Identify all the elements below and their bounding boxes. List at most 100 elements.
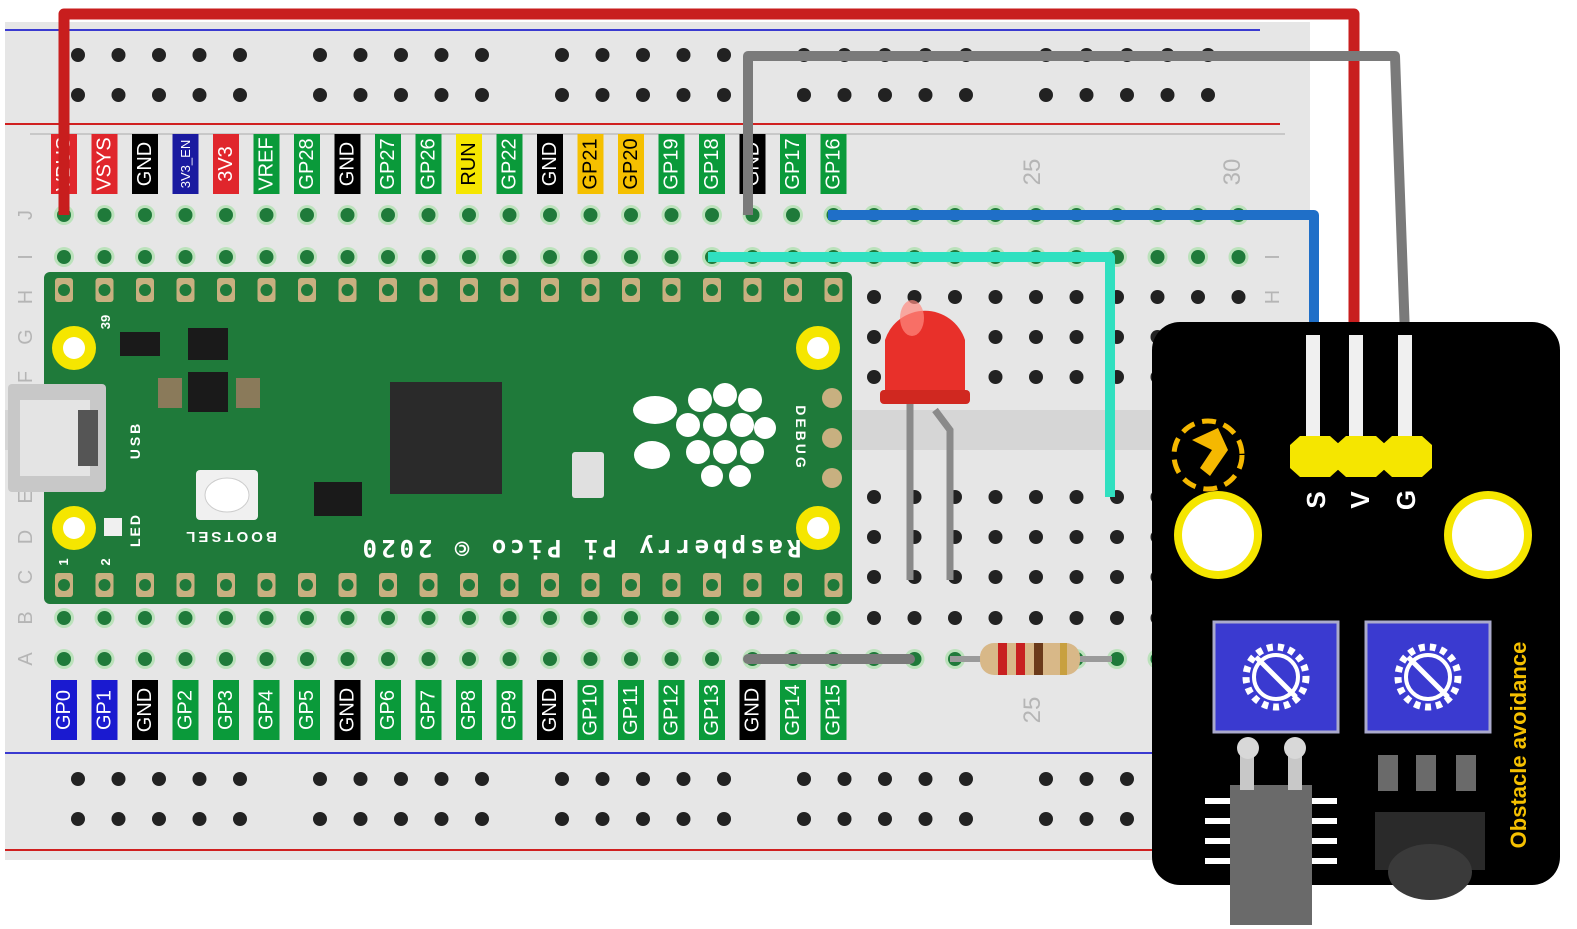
- rail-hole: [152, 48, 166, 62]
- rail-hole: [152, 88, 166, 102]
- rail-hole: [555, 48, 569, 62]
- rail-hole: [959, 812, 973, 826]
- bottom-pin-label-bg: [415, 680, 442, 740]
- breadboard-hole: [1231, 290, 1246, 304]
- breadboard-hole: [624, 611, 638, 625]
- breadboard-hole: [745, 611, 760, 625]
- breadboard-hole: [462, 611, 476, 625]
- raspberry-pi-pico: Raspberry Pi Pico © 2020 BOOTSEL USB DEB…: [8, 272, 852, 604]
- debug-pad: [822, 428, 842, 448]
- bottom-pin-label: GND: [337, 688, 359, 732]
- row-letter: A: [15, 652, 37, 666]
- breadboard-hole: [1231, 250, 1246, 264]
- debug-label: DEBUG: [793, 405, 809, 471]
- bottom-pin-label: GP1: [94, 690, 116, 730]
- rail-hole: [475, 48, 489, 62]
- bottom-pin-label-bg: [456, 680, 482, 740]
- bottom-pin-label-bg: [537, 680, 563, 740]
- rail-hole: [475, 812, 489, 826]
- rail-hole: [1039, 88, 1053, 102]
- top-pin-label: GP26: [418, 138, 440, 189]
- rail-hole: [71, 88, 85, 102]
- breadboard-hole: [1191, 290, 1205, 304]
- resistor-band: [1034, 643, 1043, 675]
- bottom-pin-label-bg: [820, 680, 847, 740]
- top-pin-label: VSYS: [94, 137, 116, 190]
- breadboard-hole: [583, 250, 598, 264]
- wire-cyan-led: [708, 252, 1115, 497]
- top-pin-label: GND: [134, 142, 156, 186]
- breadboard-hole: [138, 652, 152, 666]
- sensor-pin-v: [1349, 335, 1363, 445]
- rail-hole: [636, 88, 650, 102]
- rail-hole: [71, 772, 85, 786]
- rail-hole: [192, 812, 207, 826]
- breadboard-hole: [381, 611, 395, 625]
- column-number-top-30: 30: [1219, 159, 1246, 186]
- rail-hole: [394, 772, 408, 786]
- sensor-pin-g: [1398, 335, 1412, 445]
- breadboard-hole: [988, 530, 1003, 544]
- pin-1-label: 1: [56, 558, 71, 565]
- rail-hole: [313, 772, 327, 786]
- bottom-pin-label: GND: [134, 688, 156, 732]
- breadboard-hole: [219, 652, 233, 666]
- top-pin-label-bg: [415, 134, 442, 194]
- top-pin-label-bg: [375, 134, 401, 194]
- rail-hole: [152, 812, 166, 826]
- wire-red-power: [58, 8, 1360, 335]
- rail-hole: [111, 48, 126, 62]
- rail-hole: [837, 88, 852, 102]
- red-led: [880, 300, 970, 580]
- ir-emitter: [1230, 785, 1312, 925]
- rail-hole: [353, 88, 368, 102]
- rail-hole: [555, 88, 569, 102]
- rail-hole: [636, 48, 650, 62]
- breadboard-hole: [300, 611, 314, 625]
- rail-hole: [878, 772, 892, 786]
- breadboard-hole: [300, 208, 314, 222]
- top-pin-label: GP28: [296, 138, 318, 189]
- rail-hole: [1079, 812, 1094, 826]
- top-pin-label-bg: [253, 134, 280, 194]
- bottom-pin-label-bg: [780, 680, 806, 740]
- regulator-chip: [314, 482, 362, 516]
- breadboard-hole: [300, 250, 314, 264]
- breadboard-hole: [178, 250, 193, 264]
- pin-39-label: 39: [98, 315, 113, 329]
- sensor-logo-icon: [1171, 418, 1245, 492]
- rail-holes: [71, 48, 1215, 826]
- bottom-pin-label-bg: [496, 680, 523, 740]
- rp2040-chip: [390, 382, 502, 494]
- row-letter: H: [1262, 290, 1284, 304]
- bottom-pin-label-bg: [577, 680, 604, 740]
- rail-hole: [434, 812, 449, 826]
- rail-hole: [111, 88, 126, 102]
- bottom-pin-label: GP7: [418, 690, 440, 730]
- rail-hole: [233, 772, 247, 786]
- rail-hole: [233, 88, 247, 102]
- breadboard-hole: [705, 208, 719, 222]
- resistor: [950, 643, 1112, 675]
- rail-hole: [1039, 812, 1053, 826]
- breadboard-hole: [259, 652, 274, 666]
- bottom-pin-label: GP6: [377, 690, 399, 730]
- row-letter: I: [15, 254, 37, 260]
- rail-hole: [313, 88, 327, 102]
- bottom-pin-label-bg: [294, 680, 320, 740]
- resistor-band: [998, 643, 1007, 675]
- flash-chip: [188, 372, 228, 412]
- rail-hole: [353, 48, 368, 62]
- breadboard-hole: [786, 208, 800, 222]
- obstacle-avoidance-sensor: S V G: [1152, 322, 1560, 925]
- rail-hole: [111, 812, 126, 826]
- rail-hole: [717, 772, 731, 786]
- breadboard-hole: [340, 652, 355, 666]
- wire-blue-signal: [828, 210, 1319, 335]
- top-pin-label: GND: [539, 142, 561, 186]
- breadboard-hole: [624, 250, 638, 264]
- breadboard-hole: [97, 208, 112, 222]
- usb-label: USB: [127, 421, 143, 460]
- breadboard-hole: [1029, 330, 1043, 344]
- breadboard-hole: [138, 611, 152, 625]
